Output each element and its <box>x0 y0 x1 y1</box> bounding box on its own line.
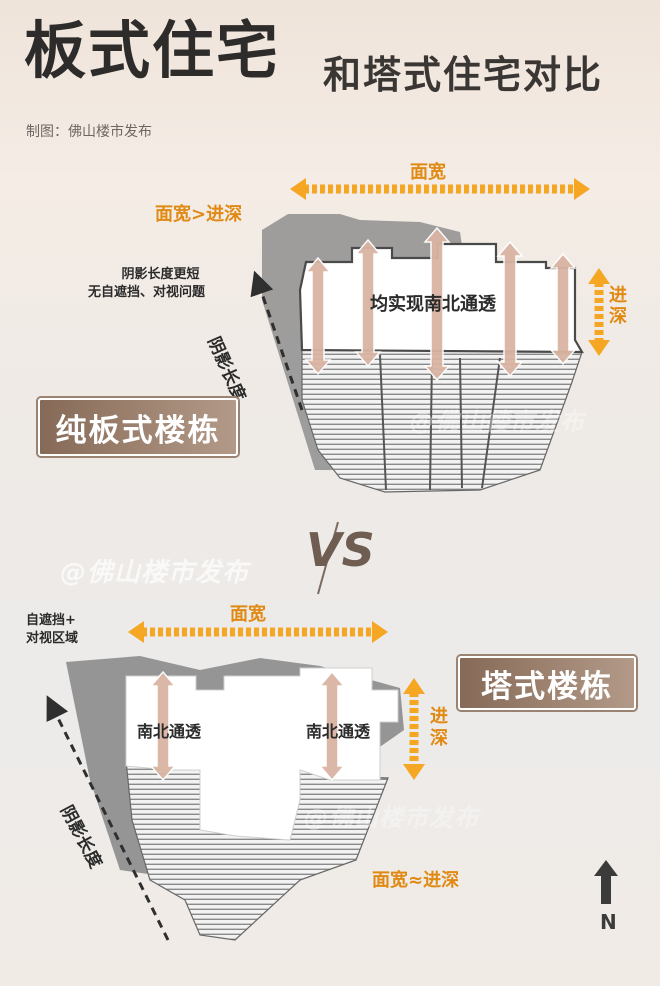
slab-width-label: 面宽 <box>410 162 446 183</box>
slab-shadow-note: 阴影长度更短 无自遮挡、对视问题 <box>88 266 205 302</box>
slab-ventilation-label: 均实现南北通透 <box>370 294 496 315</box>
watermark-tower: @佛山楼市发布 <box>304 804 479 832</box>
slab-body <box>301 349 583 493</box>
page-title: 板式住宅 <box>24 14 281 87</box>
slab-building <box>250 214 584 493</box>
slab-shadow-note-line1: 阴影长度更短 <box>121 267 200 282</box>
slab-width-gt-depth-label: 面宽>进深 <box>155 204 243 225</box>
tower-depth-label: 进深 <box>430 706 448 749</box>
tower-ventilation-left: 南北通透 <box>137 722 202 741</box>
tower-width-approx-depth-label: 面宽≈进深 <box>372 870 460 891</box>
tower-badge: 塔式楼栋 <box>458 656 636 710</box>
slab-badge: 纯板式楼栋 <box>38 398 238 456</box>
tower-building <box>46 656 404 941</box>
credit-line: 制图：佛山楼市发布 <box>26 124 152 140</box>
watermark-slab: @佛山楼市发布 <box>410 408 585 436</box>
slab-width-arrow <box>290 178 590 200</box>
tower-depth-arrow <box>403 678 425 780</box>
tower-width-label: 面宽 <box>230 604 266 625</box>
slab-depth-label: 进深 <box>609 285 627 327</box>
vs-text: VS <box>306 523 375 577</box>
north-label: N <box>600 910 617 934</box>
page-subtitle: 和塔式住宅对比 <box>323 53 604 97</box>
tower-note: 自遮挡+ 对视区域 <box>26 612 78 648</box>
tower-note-line1: 自遮挡+ <box>26 613 76 628</box>
slab-shadow-note-line2: 无自遮挡、对视问题 <box>88 285 206 300</box>
slab-depth-arrow <box>588 268 610 356</box>
watermark-middle: @佛山楼市发布 <box>60 558 250 588</box>
tower-width-arrow <box>128 621 388 643</box>
north-arrow-icon <box>594 860 618 904</box>
vs-mark: VS <box>306 521 375 595</box>
tower-note-line2: 对视区域 <box>26 631 79 646</box>
tower-ventilation-right: 南北通透 <box>306 722 371 741</box>
